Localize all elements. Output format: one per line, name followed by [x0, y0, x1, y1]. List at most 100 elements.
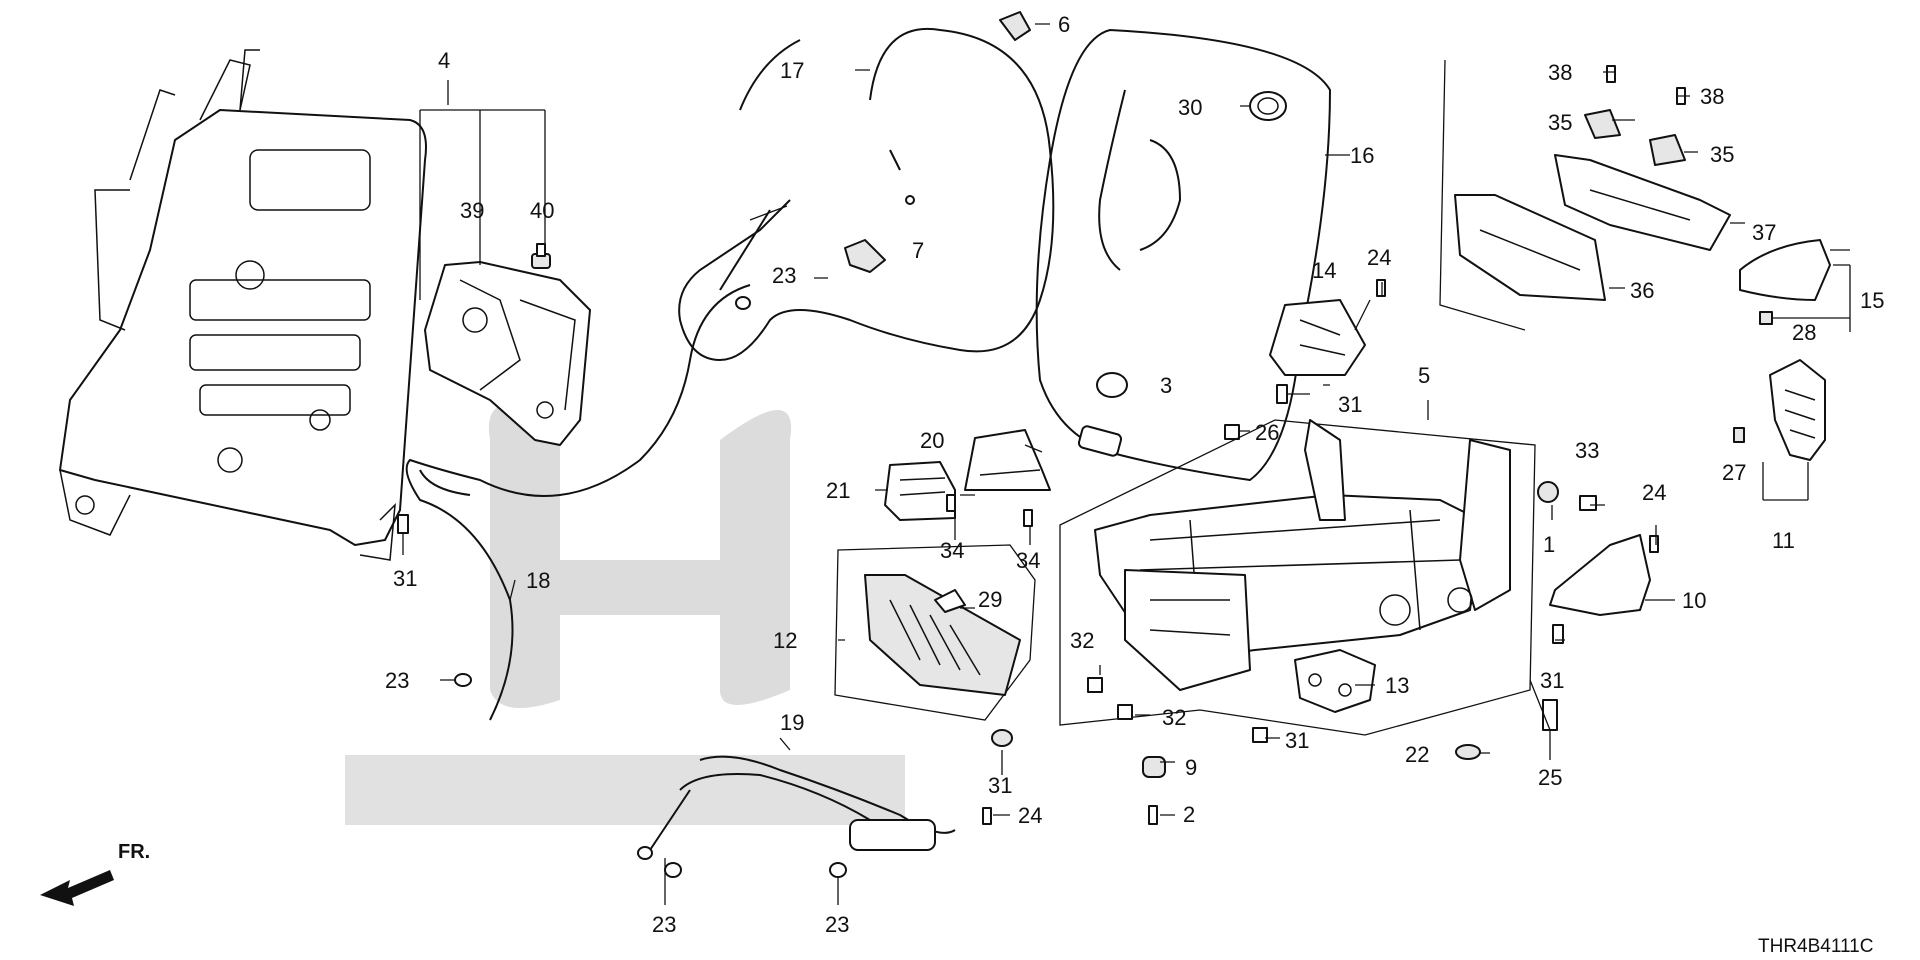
- front-direction-arrow: FR.: [40, 841, 150, 906]
- callout: 23: [772, 263, 796, 288]
- callout: 38: [1548, 60, 1572, 85]
- screw-24-b: [1649, 535, 1659, 553]
- callout: 32: [1162, 705, 1186, 730]
- bolt-25: [1542, 699, 1558, 731]
- clip-6: [999, 11, 1031, 41]
- callout: 31: [1540, 668, 1564, 693]
- callout: 35: [1548, 110, 1572, 135]
- bolt-32-b: [1117, 704, 1133, 720]
- bracket-14: [1269, 299, 1366, 376]
- callout: 33: [1575, 438, 1599, 463]
- group-divider: [1439, 59, 1526, 331]
- washer-23-c: [664, 862, 682, 878]
- callout: 4: [438, 48, 450, 73]
- callout: 35: [1710, 142, 1734, 167]
- frame-5: [1059, 419, 1536, 736]
- callout: 31: [988, 773, 1012, 798]
- cable-19: [637, 755, 956, 860]
- callout: 28: [1792, 320, 1816, 345]
- bolt-31-e: [991, 729, 1013, 747]
- callout: 12: [773, 628, 797, 653]
- cable-18: [405, 284, 751, 721]
- washer-23-b: [454, 673, 472, 687]
- bolt-31-b: [397, 514, 409, 534]
- callout: 31: [1338, 392, 1362, 417]
- cover-11: [1769, 359, 1826, 461]
- cover-36: [1454, 194, 1606, 301]
- callout: 22: [1405, 742, 1429, 767]
- callout: 27: [1722, 460, 1746, 485]
- callout-labels: 4 39 40 31 18 23 17 6 7 23 30 16 3 14 24…: [385, 12, 1884, 937]
- cable-16: [1035, 28, 1332, 482]
- bracket-10: [1549, 534, 1651, 616]
- callout: 2: [1183, 802, 1195, 827]
- callout: 3: [1160, 373, 1172, 398]
- frame-12: [834, 544, 1036, 721]
- callout: 5: [1418, 363, 1430, 388]
- callout: 23: [385, 668, 409, 693]
- clip-27: [1733, 427, 1745, 443]
- washer-23-d: [829, 862, 847, 878]
- bolt-40: [531, 243, 551, 269]
- cable-17: [678, 27, 1055, 362]
- bolt-32-a: [1087, 677, 1103, 693]
- screw-24-c: [982, 807, 992, 825]
- callout: 30: [1178, 95, 1202, 120]
- callout: 24: [1367, 245, 1391, 270]
- screw-24-a: [1376, 279, 1386, 297]
- diagram-code: THR4B4111C: [1758, 936, 1873, 957]
- clip-35-b: [1649, 134, 1686, 166]
- grommet-9: [1142, 756, 1166, 778]
- callout: 19: [780, 710, 804, 735]
- latch-13: [1294, 649, 1376, 713]
- callout: 15: [1860, 288, 1884, 313]
- callout: 38: [1700, 84, 1724, 109]
- callout: 39: [460, 198, 484, 223]
- clip-28: [1759, 311, 1773, 325]
- callout: 25: [1538, 765, 1562, 790]
- callout: 24: [1018, 803, 1042, 828]
- callout: 34: [940, 538, 964, 563]
- callout: 9: [1185, 755, 1197, 780]
- bolt-31-c: [1252, 727, 1268, 743]
- callout: 40: [530, 198, 554, 223]
- washer-22: [1455, 744, 1481, 760]
- washer-23-a: [735, 296, 751, 310]
- callout: 6: [1058, 12, 1070, 37]
- screw-38-a: [1606, 65, 1616, 83]
- cover-37: [1554, 154, 1731, 251]
- direction-label: FR.: [118, 841, 150, 863]
- callout: 10: [1682, 588, 1706, 613]
- callout: 13: [1385, 673, 1409, 698]
- brand-watermark: [345, 404, 905, 825]
- callout: 7: [912, 238, 924, 263]
- cover-21: [884, 461, 956, 521]
- leader-lines: [402, 23, 1851, 905]
- callout: 34: [1016, 548, 1040, 573]
- callout: 37: [1752, 220, 1776, 245]
- bolt-31-d: [1552, 624, 1564, 644]
- callout: 21: [826, 478, 850, 503]
- knob-15: [1739, 239, 1831, 301]
- bolt-31-a: [1276, 384, 1288, 404]
- clip-3: [1096, 372, 1128, 398]
- seat-cushion-frame: [1094, 419, 1511, 691]
- callout: 16: [1350, 143, 1374, 168]
- screw-2: [1148, 805, 1158, 825]
- callout: 23: [825, 912, 849, 937]
- clip-7: [844, 239, 886, 273]
- panel-12: [864, 574, 1021, 696]
- callout: 14: [1312, 258, 1336, 283]
- callout: 20: [920, 428, 944, 453]
- bolt-33: [1579, 495, 1597, 511]
- callout: 18: [526, 568, 550, 593]
- screw-34: [946, 494, 1033, 527]
- callout: 31: [1285, 728, 1309, 753]
- seat-back-frame: [59, 49, 427, 561]
- clip-35-a: [1584, 109, 1621, 139]
- recliner-mechanism: [424, 261, 591, 446]
- nut-1: [1537, 481, 1559, 503]
- callout: 11: [1772, 528, 1795, 553]
- band-30: [1249, 91, 1287, 121]
